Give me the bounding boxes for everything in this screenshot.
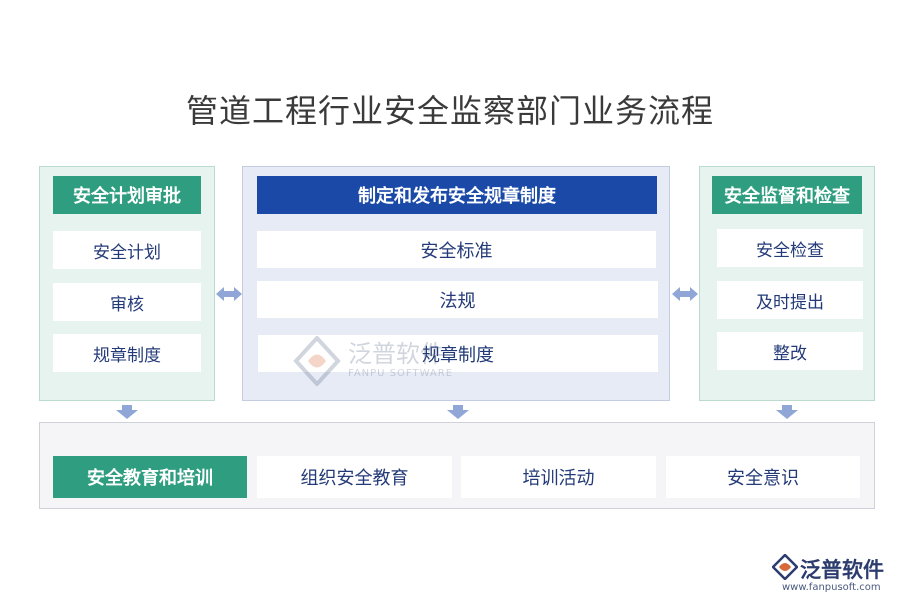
page-title: 管道工程行业安全监察部门业务流程 xyxy=(185,92,714,130)
bottom-item-organize-education: 组织安全教育 xyxy=(257,456,452,498)
right-item-timely-report: 及时提出 xyxy=(717,281,863,319)
left-item-review: 审核 xyxy=(53,283,201,321)
regulation-publishing-header: 制定和发布安全规章制度 xyxy=(257,176,657,214)
down-arrow-icon xyxy=(447,405,469,419)
brand-logo: 泛普软件 www.fanpusoft.com xyxy=(772,552,896,598)
double-arrow-icon xyxy=(672,287,698,301)
down-arrow-icon xyxy=(776,405,798,419)
right-item-rectification: 整改 xyxy=(717,332,863,370)
fanpu-logo-icon xyxy=(772,554,798,580)
double-arrow-icon xyxy=(216,287,242,301)
bottom-item-training-activities: 培训活动 xyxy=(461,456,656,498)
center-item-regulations: 规章制度 xyxy=(258,335,658,372)
logo-name: 泛普软件 xyxy=(800,558,884,582)
safety-plan-approval-header: 安全计划审批 xyxy=(53,176,201,214)
logo-url: www.fanpusoft.com xyxy=(782,582,881,593)
center-item-safety-standards: 安全标准 xyxy=(257,231,656,268)
education-training-header: 安全教育和培训 xyxy=(53,456,247,498)
center-item-laws: 法规 xyxy=(257,281,658,318)
bottom-item-safety-awareness: 安全意识 xyxy=(666,456,860,498)
supervision-inspection-header: 安全监督和检查 xyxy=(712,176,862,214)
left-item-regulations: 规章制度 xyxy=(53,334,201,372)
right-item-safety-inspection: 安全检查 xyxy=(717,229,863,267)
down-arrow-icon xyxy=(116,405,138,419)
left-item-safety-plan: 安全计划 xyxy=(53,231,201,269)
